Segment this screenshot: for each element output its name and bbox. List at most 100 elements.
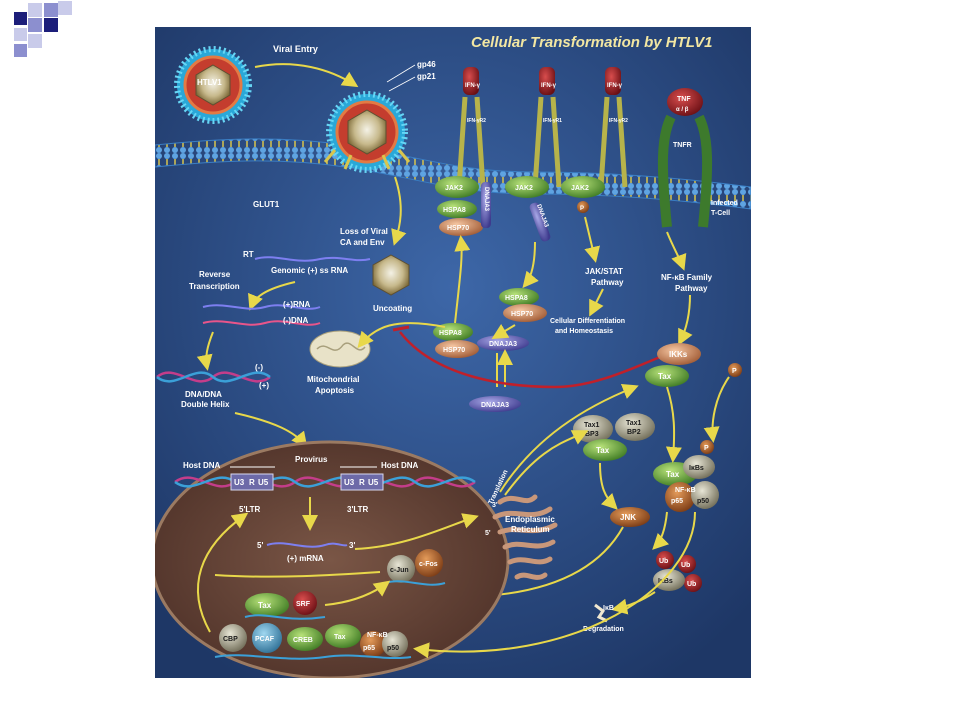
dnaja3-label-1: DNAJA3 (483, 187, 489, 212)
er-3prime-label: 3' (492, 502, 498, 509)
tax-label-creb: Tax (334, 634, 346, 641)
ikk-tax-complex: IKKs Tax (645, 343, 701, 387)
ikb-label: IκB (603, 605, 614, 612)
provirus-label: Provirus (295, 455, 328, 464)
gp21-pointer (388, 76, 416, 92)
phosphate-label-2: P (704, 445, 709, 452)
deco-square-4 (58, 1, 72, 15)
deco-square-2 (28, 3, 42, 17)
infected-label: Infected (711, 200, 738, 207)
figure-title: Cellular Transformation by HTLV1 (471, 34, 712, 51)
nfkb-pathway-label-b: Pathway (675, 284, 708, 293)
reverse-label: Reverse (199, 270, 231, 279)
genomic-rna-strand (254, 256, 371, 262)
to-mitochondria-arrow (357, 322, 446, 349)
u5-label-5: U5 (258, 478, 269, 487)
deco-square-8 (28, 34, 42, 48)
tax-srf-complex: Tax SRF (244, 591, 326, 620)
cell-diff-label-a: Cellular Differentiation (550, 318, 625, 325)
ubiquitin-cluster: Ub Ub Ub IκBs (653, 551, 702, 592)
nucleus (155, 440, 510, 678)
tax-label-ikk: Tax (658, 372, 672, 381)
to-low-complex-arrow (491, 323, 516, 340)
dnaja3-label-free: DNAJA3 (481, 402, 509, 409)
tnf-ab-label: α / β (676, 107, 689, 113)
ifnr1-label-2: IFN-γR1 (543, 118, 562, 124)
p50-label-1: p50 (697, 498, 709, 505)
er-5prime-label: 5' (485, 530, 491, 537)
cjun-label: c-Jun (390, 567, 409, 574)
viral-entry-arrow (254, 63, 359, 88)
plus-rna-strand (202, 304, 321, 310)
endoplasmic-reticulum (492, 494, 558, 580)
ikks-label: IKKs (669, 350, 688, 359)
jak2-label-1: JAK2 (445, 185, 463, 192)
nfkb-label-2: NF-κB (367, 632, 388, 639)
mrna-5prime-label: 5' (257, 541, 263, 550)
mrna-export-arrow (354, 513, 479, 550)
translation-to-taxbp-arrow (504, 430, 589, 496)
p50-label-2: p50 (387, 645, 399, 652)
minus-dna-strand (202, 320, 321, 326)
hsp70-label-mid: HSP70 (511, 311, 533, 318)
ikb-fragment (594, 603, 608, 623)
translation-to-tax-arrow (499, 384, 639, 493)
hsp-complex-mid: HSPA8 HSP70 (499, 288, 547, 322)
plus-strand-label: (+) (259, 381, 269, 390)
ltr5-label: 5'LTR (239, 505, 261, 514)
p65-label-2: p65 (363, 645, 375, 652)
phosphate-label-1: P (732, 368, 737, 375)
ltr3-label: 3'LTR (347, 505, 369, 514)
htlv1-virion: HTLV1 (174, 46, 252, 124)
mitochondrion (309, 330, 371, 368)
jnk-label: JNK (620, 513, 636, 522)
glut1-label: GLUT1 (253, 200, 280, 209)
gp46-pointer (386, 64, 416, 83)
er-label-a: Endoplasmic (505, 515, 555, 524)
nfkb-label-1: NF-κB (675, 487, 696, 494)
nfkb-pathway-label-a: NF-κB Family (661, 273, 713, 282)
deco-square-9 (14, 44, 27, 57)
mitochondrial-label: Mitochondrial (307, 375, 359, 384)
to-jakstat-arrow (584, 216, 601, 263)
ub-label-2: Ub (681, 562, 690, 569)
degradation-label: Degradation (583, 626, 624, 633)
r-label-5: R (249, 478, 255, 487)
ikk-to-ikb-arrow (665, 386, 682, 463)
u3-label-5: U3 (234, 478, 245, 487)
mrna-label: (+) mRNA (287, 554, 324, 563)
apoptosis-label: Apoptosis (315, 386, 355, 395)
dnaja3-free (469, 396, 521, 412)
uncoating-arrow (391, 176, 407, 246)
deco-square-7 (14, 28, 27, 41)
dnaja3-label-low: DNAJA3 (489, 341, 517, 348)
tnf-receptor: TNF α / β TNFR (657, 88, 713, 228)
to-ub-arrow (652, 511, 670, 550)
tax-ikb-nfkb-complex: P Tax IκBs NF-κB p65 p50 (653, 440, 719, 512)
jakstat-label-b: Pathway (591, 278, 624, 287)
to-provirus-arrow (234, 412, 308, 449)
host-dna-left-label: Host DNA (183, 461, 221, 470)
tcell-label: T-Cell (711, 210, 730, 217)
cjun-cfos-complex: c-Jun c-Fos (384, 549, 446, 586)
hspa8-label-1: HSPA8 (443, 207, 466, 214)
hspa8-label-low: HSPA8 (439, 330, 462, 337)
ifn-label-1: IFN-γ (465, 83, 481, 89)
dna-dna-label: DNA/DNA (185, 390, 222, 399)
ub-label-3: Ub (687, 581, 696, 588)
tax1bp2-label-b: BP2 (627, 429, 641, 436)
phosphate-arrow (703, 376, 730, 443)
ikbs-label-2: IκBs (658, 578, 673, 585)
genomic-rna-label: Genomic (+) ss RNA (271, 266, 348, 275)
nfkb-to-ikks-arrow (678, 294, 693, 346)
mrna-3prime-label: 3' (349, 541, 355, 550)
phosphate-1 (728, 363, 742, 377)
dnaja3-to-hsp-arrow (522, 241, 539, 289)
u3-label-3: U3 (344, 478, 355, 487)
hspa8-label-mid: HSPA8 (505, 295, 528, 302)
cfos-label: c-Fos (419, 561, 438, 568)
ifn-receptor-2: IFN-γ IFN-γR1 (532, 67, 562, 188)
viral-entry-label: Viral Entry (273, 44, 318, 54)
jak2-complex-3: JAK2 P (561, 176, 605, 213)
tax1bp2-label-a: Tax1 (626, 420, 642, 427)
